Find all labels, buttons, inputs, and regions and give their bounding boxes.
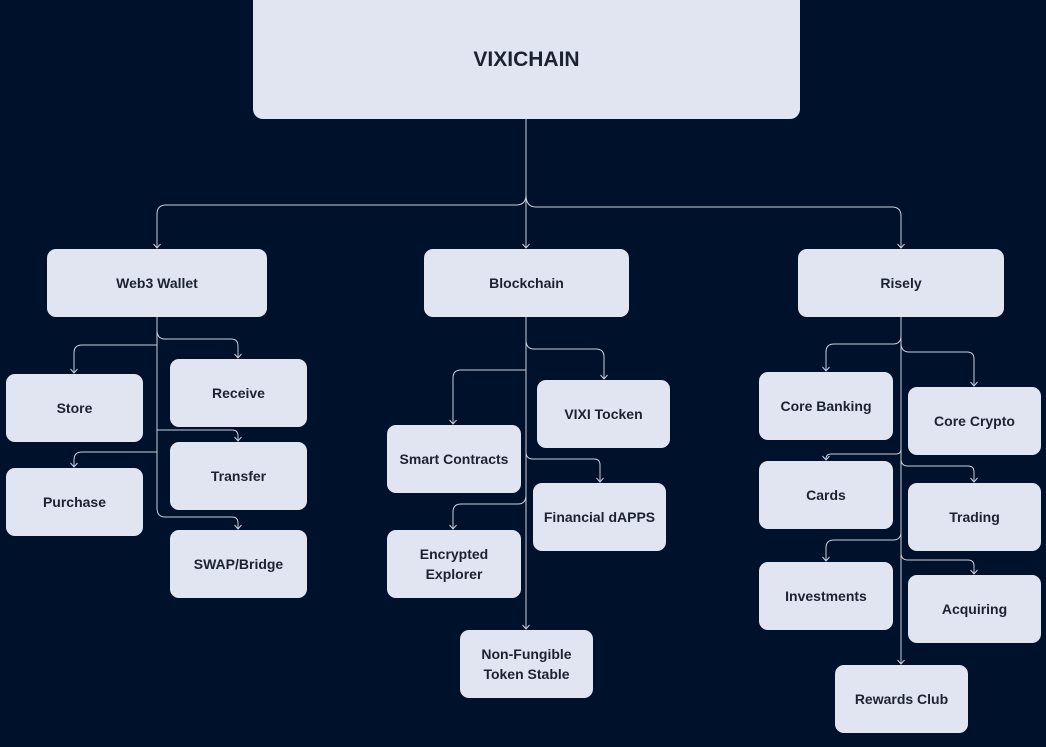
node-label: Financial dAPPS (543, 509, 656, 525)
arrowhead-icon (70, 368, 78, 374)
node-label: Core Crypto (934, 413, 1015, 429)
connector-web3-swap (156, 507, 239, 529)
arrowhead-icon (970, 569, 978, 575)
node-label: Cards (806, 487, 846, 503)
arrowhead-icon (153, 243, 161, 249)
node-encrypted-explorer: Encrypted Explorer (387, 530, 521, 598)
node-label: Smart Contracts (399, 451, 509, 467)
connector-blockchain-vixi (525, 339, 605, 379)
arrowhead-icon (897, 659, 905, 665)
arrowhead-icon (897, 243, 905, 249)
node-label: Web3 Wallet (116, 275, 198, 291)
arrowhead-icon (970, 381, 978, 387)
node-transfer: Transfer (170, 442, 307, 510)
connector-blockchain-financial (525, 451, 601, 482)
arrowhead-icon (522, 243, 530, 249)
arrowhead-icon (449, 524, 457, 530)
node-swap-bridge: SWAP/Bridge (170, 530, 307, 598)
connector-risely-core-banking (825, 335, 902, 371)
node-financial-dapps: Financial dAPPS (533, 483, 666, 551)
arrowhead-icon (822, 366, 830, 372)
connector-blockchain-explorer (452, 494, 527, 529)
node-label: Non-Fungible Token Stable (481, 646, 572, 682)
arrowhead-icon (522, 624, 530, 630)
arrowhead-icon (822, 556, 830, 562)
node-label: Core Banking (780, 398, 872, 414)
node-smart-contracts: Smart Contracts (387, 425, 521, 493)
connector-root-web3-wallet (156, 194, 527, 248)
node-label: SWAP/Bridge (193, 556, 284, 572)
node-label: Encrypted Explorer (419, 546, 489, 582)
arrowhead-icon (600, 374, 608, 380)
node-label: Risely (880, 275, 922, 291)
node-label: Blockchain (489, 275, 564, 291)
node-label: Acquiring (941, 601, 1008, 617)
node-purchase: Purchase (6, 468, 143, 536)
node-label: VIXI Tocken (564, 406, 643, 422)
node-trading: Trading (908, 483, 1041, 551)
node-label: Purchase (42, 494, 107, 510)
arrowhead-icon (822, 455, 830, 461)
connector-web3-transfer (157, 429, 239, 441)
node-label: VIXICHAIN (473, 47, 580, 71)
node-label: Rewards Club (854, 691, 949, 707)
node-label: Receive (212, 385, 265, 401)
node-vixi-tocken: VIXI Tocken (537, 380, 670, 448)
node-label: Investments (785, 588, 867, 604)
node-web3-wallet: Web3 Wallet (47, 249, 267, 317)
node-risely: Risely (798, 249, 1004, 317)
arrowhead-icon (449, 419, 457, 425)
connector-web3-store (73, 344, 157, 373)
connector-risely-cards (825, 448, 902, 460)
arrowhead-icon (234, 436, 242, 442)
connector-web3-receive (156, 329, 239, 358)
arrowhead-icon (596, 477, 604, 483)
arrowhead-icon (70, 462, 78, 468)
node-label: Store (56, 400, 93, 416)
node-blockchain: Blockchain (424, 249, 629, 317)
connector-risely-core-crypto (900, 342, 975, 386)
connector-web3-purchase (73, 451, 157, 467)
node-cards: Cards (759, 461, 893, 529)
connector-root-risely (525, 194, 902, 248)
node-store: Store (6, 374, 143, 442)
arrowhead-icon (234, 353, 242, 359)
node-receive: Receive (170, 359, 307, 427)
arrowhead-icon (970, 477, 978, 483)
connector-risely-trading (900, 458, 975, 482)
connector-risely-investments (825, 531, 902, 561)
node-label: Transfer (210, 468, 267, 484)
node-core-banking: Core Banking (759, 372, 893, 440)
node-rewards-club: Rewards Club (835, 665, 968, 733)
connector-risely-acquiring (900, 552, 975, 574)
connector-blockchain-smart (452, 369, 526, 424)
node-investments: Investments (759, 562, 893, 630)
node-acquiring: Acquiring (908, 575, 1041, 643)
arrowhead-icon (234, 524, 242, 530)
node-label: Trading (949, 509, 1000, 525)
node-vixichain: VIXICHAIN (253, 0, 800, 119)
node-nft-stable: Non-Fungible Token Stable (460, 630, 593, 698)
node-core-crypto: Core Crypto (908, 387, 1041, 455)
